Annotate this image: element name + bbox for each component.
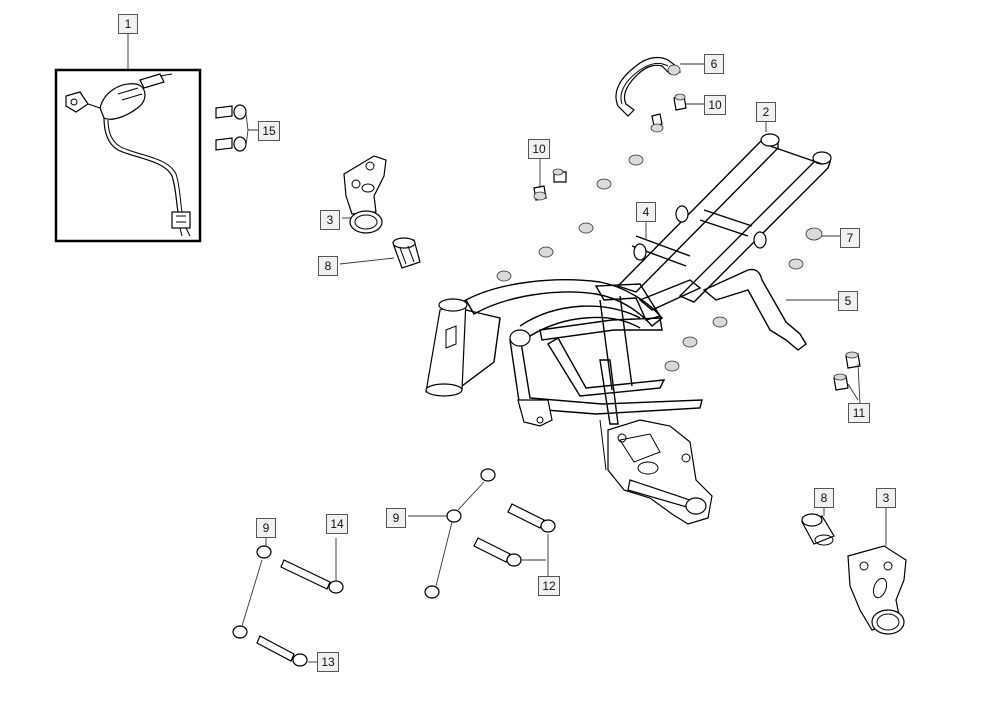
callout-3-upper: 3 [320, 210, 340, 230]
main-frame [425, 133, 838, 525]
part-10-bolts-upper [650, 93, 704, 133]
callout-15: 15 [258, 121, 280, 141]
part-11-bolts [833, 351, 861, 405]
callout-13: 13 [317, 652, 339, 672]
callout-10-right: 10 [704, 95, 726, 115]
callout-4: 4 [636, 202, 656, 222]
part-10-bolts-left [533, 158, 567, 201]
callout-2: 2 [756, 102, 776, 122]
part-8-bushing-lower [801, 506, 835, 546]
part-9-nuts-right [408, 468, 496, 599]
part-9-nuts-left [232, 538, 272, 639]
part-12-bolts [473, 503, 556, 576]
callout-8-upper: 8 [318, 256, 338, 276]
callout-9-right: 9 [386, 508, 406, 528]
part-7-grommet [805, 227, 823, 241]
part-14-long-bolt [280, 538, 344, 594]
grommets [496, 154, 840, 372]
callout-9-left: 9 [256, 518, 276, 538]
callout-6: 6 [704, 54, 724, 74]
callout-11: 11 [848, 403, 870, 423]
part-15-bolts [215, 104, 260, 152]
part-8-bushing-upper [339, 237, 421, 269]
callout-7: 7 [840, 228, 860, 248]
part-3-mount-bracket-upper [342, 155, 387, 234]
callout-14: 14 [326, 514, 348, 534]
callout-12: 12 [538, 576, 560, 596]
callout-3-lower: 3 [876, 488, 896, 508]
part-3-mount-bracket-lower [847, 506, 907, 635]
callout-10-left: 10 [528, 139, 550, 159]
callout-8-lower: 8 [814, 488, 834, 508]
callout-1: 1 [118, 14, 138, 34]
part-6-grab-handle [615, 56, 704, 117]
part-1-ignition-switch-harness [65, 73, 191, 237]
part-13-bolt [256, 635, 318, 667]
callout-5: 5 [838, 291, 858, 311]
